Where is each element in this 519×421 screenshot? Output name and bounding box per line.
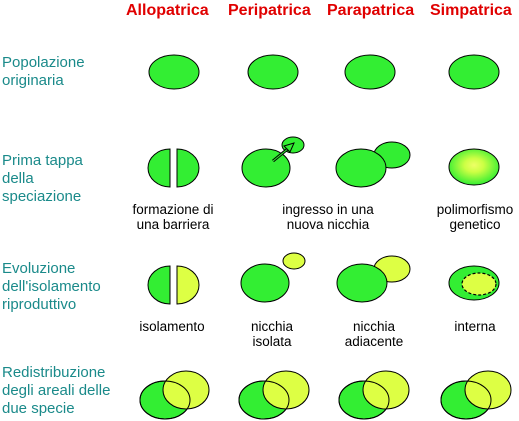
header-allopatrica: Allopatrica: [126, 2, 209, 19]
redistribution-allopatrica: [139, 370, 210, 420]
original-population-simpatrica: [448, 54, 500, 90]
main-population-parapatrica: [335, 148, 387, 188]
caption-interna: interna: [454, 319, 496, 334]
caption-polimorfismo: polimorfismo genetico: [436, 202, 514, 232]
caption-isolamento: isolamento: [139, 319, 205, 334]
row-label-popolazione-originaria: Popolazione originaria: [2, 54, 85, 89]
caption-nicchia-adiacente: nicchia adiacente: [344, 319, 404, 349]
header-parapatrica: Parapatrica: [327, 2, 415, 19]
migration-arrow-icon: [272, 142, 295, 163]
redistribution-parapatrica: [338, 370, 410, 420]
header-peripatrica: Peripatrica: [228, 2, 311, 19]
redistribution-peripatrica: [238, 370, 310, 420]
row-label-evoluzione-isolamento: Evoluzione dell'isolamento riproduttivo: [2, 260, 101, 313]
main-population-parapatrica-evolved: [336, 263, 388, 303]
original-population-allopatrica: [148, 54, 200, 90]
isolated-population-left: [147, 265, 171, 305]
original-population-peripatrica: [247, 54, 299, 90]
isolated-niche-population: [282, 252, 306, 270]
split-population-right: [176, 148, 200, 188]
caption-nuova-nicchia: ingresso in una nuova nicchia: [282, 202, 374, 232]
header-simpatrica: Simpatrica: [430, 2, 512, 19]
caption-nicchia-isolata: nicchia isolata: [250, 319, 294, 349]
row-label-prima-tappa: Prima tappa della speciazione: [2, 152, 83, 205]
row-label-redistribuzione: Redistribuzione degli areali delle due s…: [2, 364, 111, 417]
redistribution-simpatrica: [440, 370, 512, 420]
caption-formazione-barriera: formazione di una barriera: [132, 202, 214, 232]
internal-subpopulation: [461, 272, 497, 296]
original-population-parapatrica: [344, 54, 396, 90]
split-population-left: [147, 148, 171, 188]
isolated-population-right: [176, 265, 200, 305]
main-population-peripatrica-evolved: [240, 263, 290, 303]
polymorphic-population-simpatrica: [448, 148, 500, 186]
